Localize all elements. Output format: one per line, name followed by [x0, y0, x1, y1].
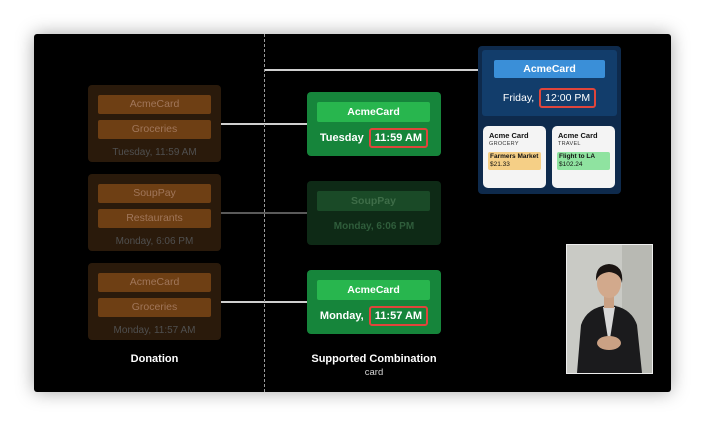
widget-header: AcmeCard Friday, 12:00 PM: [482, 50, 617, 116]
mini-card-transaction: Farmers Market $21.33: [488, 152, 541, 170]
donation-date: Monday, 11:57 AM: [113, 325, 196, 336]
mini-card-grocery: Acme Card GROCERY Farmers Market $21.33: [483, 126, 546, 188]
supported-card: AcmeCard Tuesday 11:59 AM: [307, 92, 441, 156]
widget-preview: AcmeCard Friday, 12:00 PM Acme Card GROC…: [478, 46, 621, 194]
donation-category: Restaurants: [98, 209, 211, 228]
supported-datetime: Monday, 11:57 AM: [307, 306, 441, 326]
supported-day: Tuesday: [319, 132, 364, 144]
donation-card-name: AcmeCard: [98, 95, 211, 114]
column-divider: [264, 34, 265, 392]
widget-datetime: Friday, 12:00 PM: [482, 88, 617, 108]
mini-card-travel: Acme Card TRAVEL Flight to LA $102.24: [552, 126, 615, 188]
donation-card: SoupPay Restaurants Monday, 6:06 PM: [88, 174, 221, 251]
donation-category: Groceries: [98, 298, 211, 317]
supported-column-label: Supported Combination: [311, 353, 437, 365]
presenter-video: [566, 244, 653, 374]
supported-column-sublabel: card: [364, 367, 384, 378]
supported-datetime: Tuesday 11:59 AM: [307, 128, 441, 148]
donation-date: Monday, 6:06 PM: [115, 236, 194, 247]
presentation-slide: AcmeCard Groceries Tuesday, 11:59 AM Sou…: [34, 34, 671, 392]
supported-card-name: SoupPay: [317, 191, 430, 211]
donation-card-name: AcmeCard: [98, 273, 211, 292]
supported-card: SoupPay Monday, 6:06 PM: [307, 181, 441, 245]
transaction-amount: $21.33: [490, 161, 510, 168]
presenter-icon: [567, 245, 652, 373]
supported-card: AcmeCard Monday, 11:57 AM: [307, 270, 441, 334]
transaction-merchant: Flight to LA: [559, 153, 596, 160]
donation-card-name: SoupPay: [98, 184, 211, 203]
widget-time-highlight: 12:00 PM: [539, 88, 597, 108]
mini-card-transaction: Flight to LA $102.24: [557, 152, 610, 170]
donation-date: Tuesday, 11:59 AM: [112, 147, 197, 158]
transaction-merchant: Farmers Market: [490, 153, 539, 160]
supported-card-name: AcmeCard: [317, 280, 430, 300]
donation-category: Groceries: [98, 120, 211, 139]
mini-card-category: TRAVEL: [558, 141, 581, 147]
donation-card: AcmeCard Groceries Monday, 11:57 AM: [88, 263, 221, 340]
mini-card-title: Acme Card: [558, 131, 598, 140]
donation-card: AcmeCard Groceries Tuesday, 11:59 AM: [88, 85, 221, 162]
mini-card-category: GROCERY: [489, 141, 519, 147]
supported-time-highlight: 11:57 AM: [368, 306, 429, 326]
supported-day: Monday,: [319, 310, 364, 322]
donation-column-label: Donation: [130, 353, 179, 365]
widget-day: Friday,: [502, 92, 535, 104]
supported-card-name: AcmeCard: [317, 102, 430, 122]
connector-line: [264, 69, 478, 71]
supported-datetime: Monday, 6:06 PM: [333, 221, 415, 232]
widget-card-button: AcmeCard: [494, 60, 605, 78]
transaction-amount: $102.24: [559, 161, 583, 168]
mini-card-title: Acme Card: [489, 131, 529, 140]
supported-time-highlight: 11:59 AM: [368, 128, 429, 148]
